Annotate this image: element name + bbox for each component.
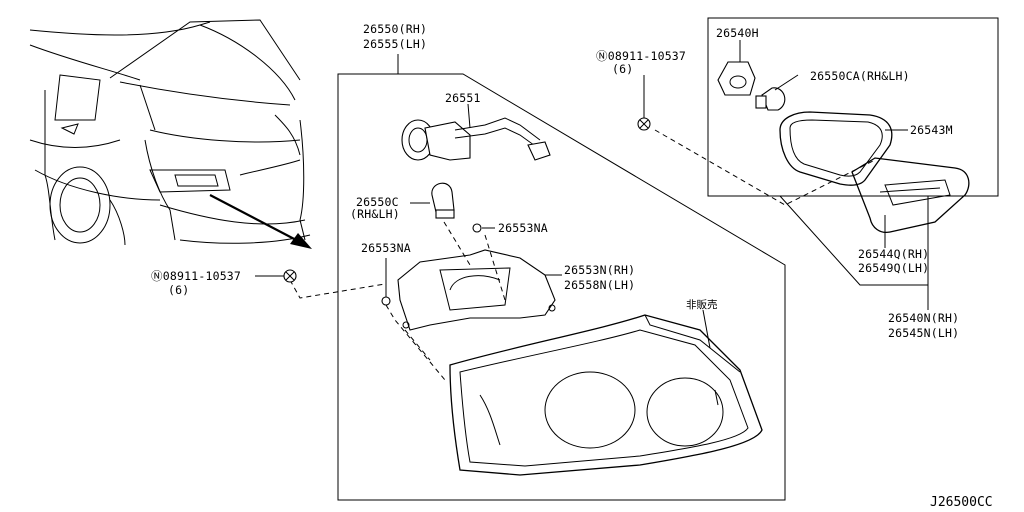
inset-leader: [779, 195, 928, 286]
label-26543m: 26543M: [910, 123, 953, 137]
label-26555-lh: 26555(LH): [363, 37, 427, 51]
main-assembly-frame: [337, 73, 786, 501]
label-26549q-lh: 26549Q(LH): [858, 261, 929, 275]
label-26550c: 26550C: [356, 195, 399, 209]
bracket-26553n: [397, 249, 562, 331]
screw-26553na-left: [381, 258, 391, 306]
label-bolt-top: Ⓝ08911-10537: [596, 49, 686, 63]
label-26553n-rh: 26553N(RH): [564, 263, 635, 277]
bezel-26543m: [779, 111, 908, 186]
label-bolt-top-qty: (6): [612, 62, 633, 76]
label-26553na-left: 26553NA: [361, 241, 411, 255]
label-26540n-rh: 26540N(RH): [888, 311, 959, 325]
label-not-sold: 非販売: [686, 298, 718, 311]
diagram-code: J26500CC: [930, 495, 993, 510]
label-26550-rh: 26550(RH): [363, 22, 427, 36]
label-26544q-rh: 26544Q(RH): [858, 247, 929, 261]
lens-26544q: [851, 157, 970, 248]
label-26540h: 26540H: [716, 26, 759, 40]
label-26550c-side: (RH&LH): [350, 207, 400, 221]
label-26551: 26551: [445, 91, 481, 105]
socket-26540h: [717, 40, 756, 96]
bolt-top: [637, 75, 651, 131]
bolt-left: [255, 269, 297, 283]
bulb-26550ca: [755, 74, 799, 111]
label-26558n-lh: 26558N(LH): [564, 278, 635, 292]
label-26553na-top: 26553NA: [498, 221, 548, 235]
back-door-lamp-frame: [707, 17, 999, 197]
bulb-26550c: [410, 182, 455, 219]
socket-harness-26551: [401, 103, 551, 161]
label-26545n-lh: 26545N(LH): [888, 326, 959, 340]
car-rear-illustration: [29, 19, 311, 246]
screw-26553na-top: [472, 223, 495, 233]
label-bolt-left: Ⓝ08911-10537: [151, 269, 241, 283]
label-26550ca: 26550CA(RH&LH): [810, 69, 910, 83]
direction-arrow: [209, 194, 312, 249]
label-bolt-left-qty: (6): [168, 283, 189, 297]
assembly-dashed-lines: [289, 129, 876, 381]
rear-combination-lamp-lens: [449, 309, 763, 476]
